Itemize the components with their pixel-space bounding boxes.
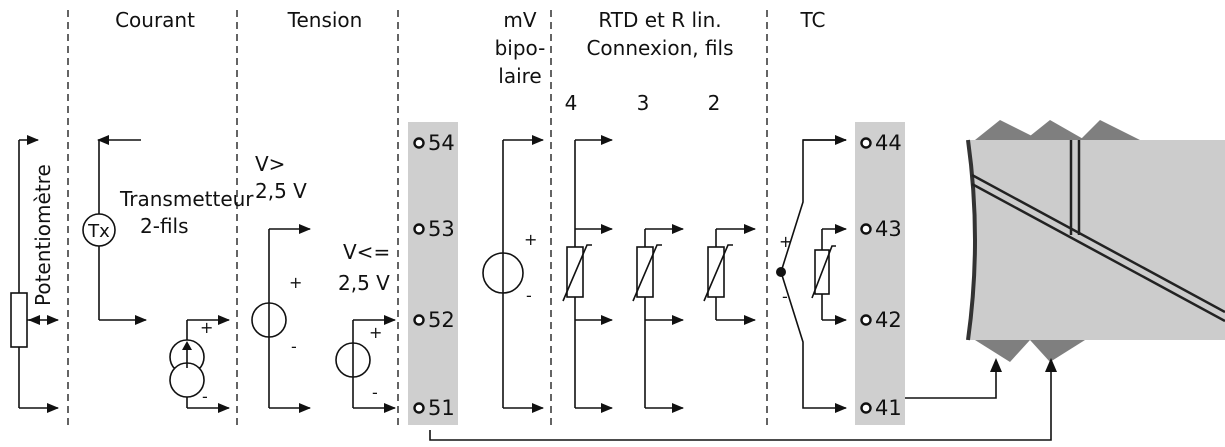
terminal-dot (413, 223, 425, 235)
transmitter-device-icon (966, 120, 1225, 362)
minus-sign: - (202, 387, 208, 406)
header-rtd-line1: RTD et R lin. (598, 8, 721, 32)
terminal-43: 43 (875, 217, 902, 241)
potentiometer-circuit: Potentiomètre (10, 135, 59, 413)
device-connections (429, 358, 1057, 441)
v-le-label-line2: 2,5 V (338, 271, 390, 295)
wire-count-2: 2 (708, 91, 721, 115)
terminal-dot (860, 314, 872, 326)
terminal-dot (413, 402, 425, 414)
minus-sign: - (291, 337, 297, 356)
terminal-51: 51 (428, 396, 455, 420)
terminal-strip-left (408, 122, 458, 425)
plus-sign: + (200, 318, 213, 337)
minus-sign: - (372, 383, 378, 402)
voltage-source-high: + - (251, 224, 311, 413)
potentiometre-label: Potentiomètre (31, 164, 55, 306)
rtd-2-wire (703, 224, 756, 325)
plus-sign: + (369, 323, 382, 342)
terminal-dot (860, 137, 872, 149)
terminal-strip-right (855, 122, 905, 425)
terminal-54: 54 (428, 131, 455, 155)
current-transmitter-circuit: Tx Transmetteur 2-fils (82, 135, 254, 325)
section-separators (67, 10, 768, 425)
voltage-source-low: + - (335, 315, 396, 413)
terminal-block-right: 44 43 42 41 (860, 131, 902, 420)
terminal-41: 41 (875, 396, 902, 420)
minus-sign: - (526, 286, 532, 305)
wire-count-3: 3 (637, 91, 650, 115)
transmetteur-label-line1: Transmetteur (119, 187, 254, 211)
rtd-3-wire (632, 224, 684, 413)
current-source-icon (169, 362, 205, 398)
thermocouple-circuit: + - (776, 135, 847, 413)
potentiometer-resistor (10, 292, 28, 348)
header-mv-line2: bipo- (495, 36, 546, 60)
terminal-block-left: 54 53 52 51 (413, 131, 455, 420)
plus-sign: + (524, 230, 537, 249)
v-gt-label-line1: V> (255, 152, 285, 176)
header-tc: TC (799, 8, 825, 32)
header-mv-line1: mV (503, 8, 536, 32)
terminal-53: 53 (428, 217, 455, 241)
plus-sign: + (289, 273, 302, 292)
terminal-52: 52 (428, 308, 455, 332)
terminal-dot (413, 314, 425, 326)
terminal-dot (860, 402, 872, 414)
tx-label: Tx (87, 221, 110, 242)
header-courant: Courant (115, 8, 195, 32)
minus-sign: - (782, 287, 788, 306)
terminal-dot (413, 137, 425, 149)
header-rtd-line2: Connexion, fils (586, 36, 733, 60)
header-tension: Tension (287, 8, 363, 32)
wire-count-4: 4 (565, 91, 578, 115)
terminal-42: 42 (875, 308, 902, 332)
rtd-4-wire (562, 135, 613, 413)
v-le-label-line1: V<= (343, 240, 390, 264)
plus-sign: + (779, 232, 792, 251)
junction-dot (776, 267, 786, 277)
header-mv-line3: laire (498, 64, 541, 88)
terminal-44: 44 (875, 131, 902, 155)
mv-source: + - (482, 135, 544, 413)
transmitter-tx-icon (82, 213, 116, 247)
current-source-pair: + - (169, 315, 230, 413)
transmetteur-label-line2: 2-fils (140, 214, 189, 238)
terminal-dot (860, 223, 872, 235)
v-gt-label-line2: 2,5 V (255, 179, 307, 203)
